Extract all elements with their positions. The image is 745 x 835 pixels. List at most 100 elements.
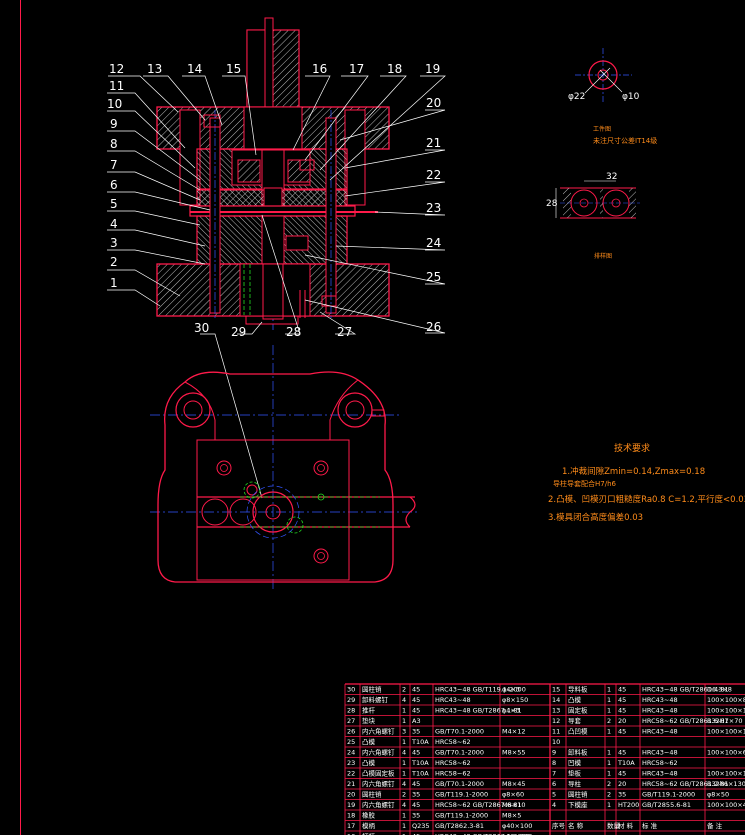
tb-row-23-qty: 1 <box>402 759 406 767</box>
callout-30: 30 <box>194 321 209 335</box>
tb-row-29-spec: φ8×150 <box>502 696 528 704</box>
tb-row-26-name: 内六角螺钉 <box>362 727 395 736</box>
tb-row-17-no: 17 <box>347 822 355 830</box>
tb-row-5-std2: GB/T119.1-2000 <box>642 791 695 799</box>
callout-27: 27 <box>337 325 352 339</box>
tb-row-7-mat2: 45 <box>618 770 626 778</box>
workpiece-title: 工件图 <box>593 125 611 133</box>
tb-row-25-no: 25 <box>347 738 355 746</box>
tb-row-15-qty2: 1 <box>607 686 611 694</box>
tb-row-27-qty: 1 <box>402 717 406 725</box>
tb-row-30-spec: φ4×3 <box>502 686 520 694</box>
tb-row-24-spec: M8×55 <box>502 749 525 757</box>
callout-23: 23 <box>426 201 441 215</box>
callout-22: 22 <box>426 168 441 182</box>
tb-row-24-qty: 4 <box>402 749 406 757</box>
tech-req-item-1b: 导柱导套配合H7/h6 <box>553 479 617 488</box>
tb-row-27-mat: A3 <box>412 717 421 725</box>
tb-row-11-std2: HRC43~48 <box>642 728 678 736</box>
section-view <box>156 17 390 330</box>
tb-row-14-no2: 14 <box>552 696 560 704</box>
callout-18: 18 <box>387 62 402 76</box>
tb-row-7-std2: HRC43~48 <box>642 770 678 778</box>
tb-row-14-qty2: 1 <box>607 696 611 704</box>
tb-row-30-no: 30 <box>347 686 355 694</box>
tb-row-4-qty2: 1 <box>607 801 611 809</box>
tb-row-30-name: 圆柱销 <box>362 685 382 694</box>
tb-row-11-spec2: 100×100×10 <box>707 728 745 736</box>
callout-17: 17 <box>349 62 364 76</box>
tb-row-5-qty2: 2 <box>607 791 611 799</box>
tb-row-29-no: 29 <box>347 696 355 704</box>
callout-13: 13 <box>147 62 162 76</box>
tb-row-11-qty2: 1 <box>607 728 611 736</box>
workpiece-dia-10: φ10 <box>622 92 640 102</box>
tb-header-qty: 数量 <box>607 821 621 830</box>
tb-row-12-spec2: B32H7×70 <box>707 717 742 725</box>
tb-row-30-mat: 45 <box>412 686 420 694</box>
tb-row-21-std: GB/T70.1-2000 <box>435 780 484 788</box>
tb-row-14-std2: HRC43~48 <box>642 696 678 704</box>
callout-4: 4 <box>110 217 118 231</box>
tb-row-21-qty: 4 <box>402 780 406 788</box>
callout-12: 12 <box>109 62 124 76</box>
tb-row-24-mat: 45 <box>412 749 420 757</box>
tb-row-27-name: 垫块 <box>362 716 376 725</box>
tb-header-mat: 材 料 <box>618 821 634 830</box>
callout-21: 21 <box>426 136 441 150</box>
callout-1: 1 <box>110 276 118 290</box>
tb-row-17-name: 模柄 <box>362 821 376 830</box>
tb-row-12-qty2: 2 <box>607 717 611 725</box>
tb-row-24-no: 24 <box>347 749 355 757</box>
tb-row-30-std: HRC43~48 GB/T119.1-2000 <box>435 686 526 694</box>
tb-row-18-qty: 1 <box>402 812 406 820</box>
tb-row-6-mat2: 20 <box>618 780 626 788</box>
tb-row-5-no2: 5 <box>552 791 556 799</box>
tb-row-28-name: 推杆 <box>362 706 376 715</box>
tb-row-26-mat: 35 <box>412 728 420 736</box>
tb-row-11-mat2: 45 <box>618 728 626 736</box>
tb-row-25-qty: 1 <box>402 738 406 746</box>
tb-row-9-no2: 9 <box>552 749 556 757</box>
tb-row-14-spec2: 100×100×8 <box>707 696 745 704</box>
tb-row-17-spec: φ40×100 <box>502 822 532 830</box>
callout-10: 10 <box>107 97 122 111</box>
tb-row-28-qty: 1 <box>402 707 406 715</box>
workpiece-dia-22: φ22 <box>568 92 585 102</box>
tb-row-9-mat2: 45 <box>618 749 626 757</box>
tb-row-7-qty2: 1 <box>607 770 611 778</box>
tb-row-21-mat: 45 <box>412 780 420 788</box>
tb-row-19-no: 19 <box>347 801 355 809</box>
tb-header-spec: 备 注 <box>707 821 723 830</box>
tb-row-29-mat: 45 <box>412 696 420 704</box>
tb-row-29-name: 卸料螺钉 <box>362 695 389 704</box>
layout-caption: 排样图 <box>594 252 612 260</box>
layout-dim-pitch: 32 <box>606 172 617 182</box>
tb-row-13-mat2: 45 <box>618 707 626 715</box>
tb-row-5-name2: 圆柱销 <box>568 790 588 799</box>
callout-7: 7 <box>110 158 118 172</box>
callout-15: 15 <box>226 62 241 76</box>
tb-row-8-qty2: 1 <box>607 759 611 767</box>
tb-row-15-mat2: 45 <box>618 686 626 694</box>
tb-row-15-std2: HRC43~48 GB/T2861.4-81 <box>642 686 729 694</box>
plan-view <box>150 345 420 590</box>
tb-row-4-mat2: HT200 <box>618 801 639 809</box>
tb-row-23-mat: T10A <box>411 759 429 767</box>
tb-header-std: 标 准 <box>642 821 658 830</box>
tb-row-28-spec: φ4×3 <box>502 707 520 715</box>
tech-req-title: 技术要求 <box>614 442 650 454</box>
tb-row-22-mat: T10A <box>411 770 429 778</box>
tb-row-11-name2: 凸凹模 <box>568 727 588 736</box>
tech-req-item-3: 3.模具闭合高度偏差0.03 <box>548 512 643 523</box>
callout-16: 16 <box>312 62 327 76</box>
tb-row-17-qty: 1 <box>402 822 406 830</box>
tb-row-22-qty: 1 <box>402 770 406 778</box>
tb-row-26-spec: M4×12 <box>502 728 525 736</box>
tb-row-22-std: HRC58~62 <box>435 770 471 778</box>
callout-26: 26 <box>426 320 441 334</box>
tb-row-12-name2: 导套 <box>568 716 582 725</box>
tb-row-5-mat2: 35 <box>618 791 626 799</box>
tb-row-20-spec: φ8×60 <box>502 791 524 799</box>
